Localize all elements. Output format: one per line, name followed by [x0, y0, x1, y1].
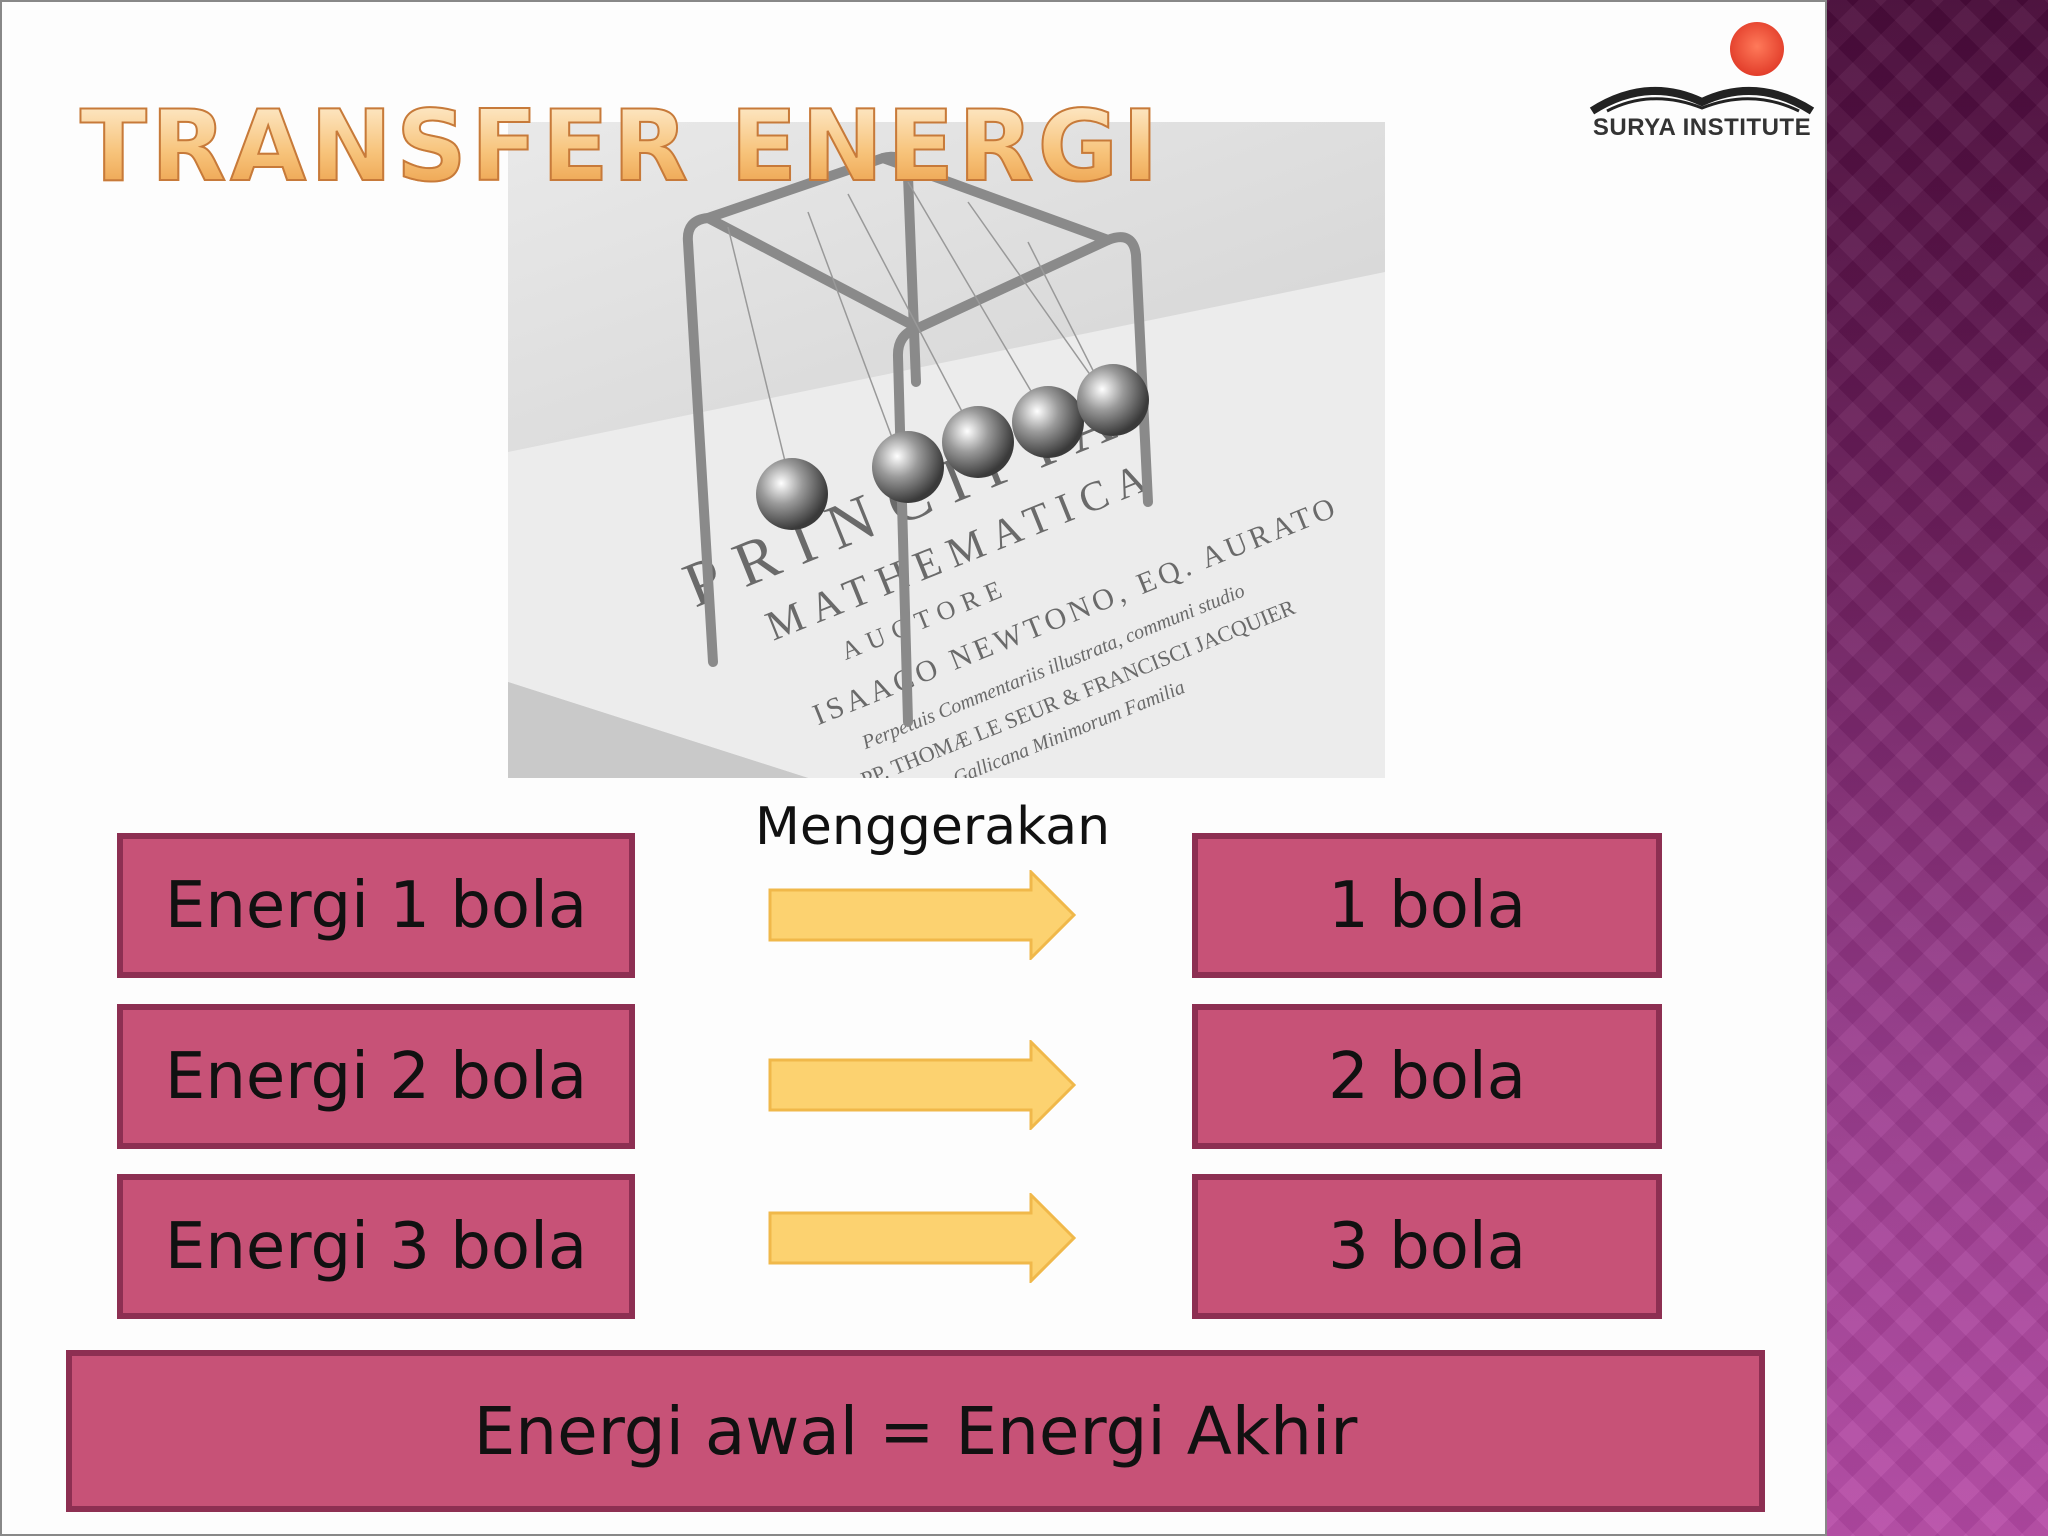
sun-book-icon [1589, 22, 1815, 115]
slide-title: TRANSFER ENERGI [79, 89, 1163, 205]
arrow-right-icon [768, 1193, 1077, 1283]
newtons-cradle-illustration: PRINCIPIA MATHEMATICA AUCTORE ISAACO NEW… [508, 151, 1385, 778]
result-2-balls-box: 2 bola [1192, 1004, 1662, 1149]
connector-label: Menggerakan [755, 797, 1111, 857]
arrow-right-icon [768, 1040, 1077, 1130]
energy-2-balls-box: Energi 2 bola [117, 1004, 635, 1149]
decorative-side-bar [1827, 0, 2048, 1536]
energy-1-ball-box: Energi 1 bola [117, 833, 635, 978]
arrow-right-icon [768, 870, 1077, 960]
energy-3-balls-box: Energi 3 bola [117, 1174, 635, 1319]
newtons-cradle-photo: PRINCIPIA MATHEMATICA AUCTORE ISAACO NEW… [508, 122, 1385, 778]
result-3-balls-box: 3 bola [1192, 1174, 1662, 1319]
slide: TRANSFER ENERGI SURYA INSTITUTE [0, 0, 1827, 1536]
surya-institute-logo: SURYA INSTITUTE [1587, 16, 1817, 146]
conclusion-box: Energi awal = Energi Akhir [66, 1350, 1765, 1512]
result-1-ball-box: 1 bola [1192, 833, 1662, 978]
logo-text: SURYA INSTITUTE [1592, 114, 1812, 141]
